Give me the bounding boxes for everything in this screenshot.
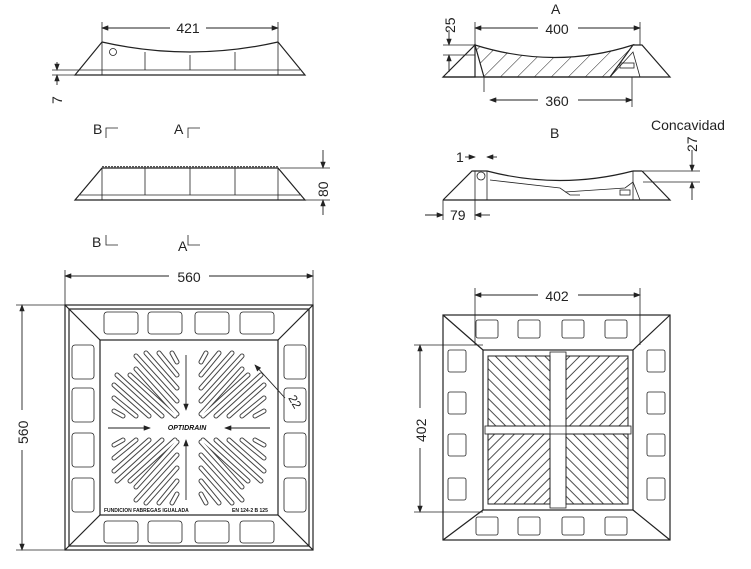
dim-27: 27 [684,136,700,152]
cut-marker-b-bottom: B [92,234,101,250]
side-view-top: 421 7 [49,19,307,104]
grating-slot [115,438,179,502]
grating-slot [199,438,266,505]
grating-slot [115,354,179,418]
dim-402-vertical: 402 [413,418,429,442]
grating-standard-text: EN 124-2 B 125 [232,508,268,514]
plan-view-frame: 402 402 [412,287,671,541]
cut-marker-b-top: B [93,121,102,137]
grating-slot [112,351,179,418]
dim-560-horizontal: 560 [177,269,201,285]
dim-7: 7 [49,96,65,104]
grating-slot [199,438,266,505]
grating-slot [199,351,266,418]
grating-slot [199,438,263,502]
dim-79: 79 [450,207,466,223]
grating-slot [112,438,179,505]
section-a-label: A [551,1,561,17]
grating-slot [112,438,179,505]
frame-pockets [71,311,307,544]
plan-view-grating: 560 560 [14,268,314,551]
dim-1: 1 [456,149,464,165]
cut-marker-a-top: A [174,121,184,137]
grating-maker-text: FUNDICION FABREGAS IGUALADA [104,508,189,514]
grating-slot [128,367,179,418]
dim-421: 421 [176,20,200,36]
section-b-view: B Concavidad 27 1 79 [425,117,725,223]
grating-slot [112,351,179,418]
dim-25: 25 [442,17,458,33]
grating-slot [112,351,179,418]
dim-360: 360 [545,93,569,109]
dim-80: 80 [315,181,331,197]
grating-logo: OPTIDRAIN [168,425,207,432]
grating-slot [199,351,266,418]
dim-22: 22 [285,393,304,412]
grating-bars [111,350,267,506]
side-view-middle: B A B A 80 [73,121,331,254]
concavity-label: Concavidad [651,117,725,133]
grating-slot [112,438,179,505]
section-b-label: B [550,125,559,141]
dim-400: 400 [545,21,569,37]
dim-560-vertical: 560 [15,420,31,444]
cut-marker-a-bottom: A [178,238,188,254]
dim-402-horizontal: 402 [545,288,569,304]
grating-slot [199,351,266,418]
frame-pockets-right [447,319,666,536]
grating-slot [128,438,179,489]
grating-slot [199,438,266,505]
grating-slot [199,354,263,418]
grating-slot [199,367,250,418]
grating-slot [199,438,250,489]
section-a-view: A 400 25 360 [441,1,672,109]
